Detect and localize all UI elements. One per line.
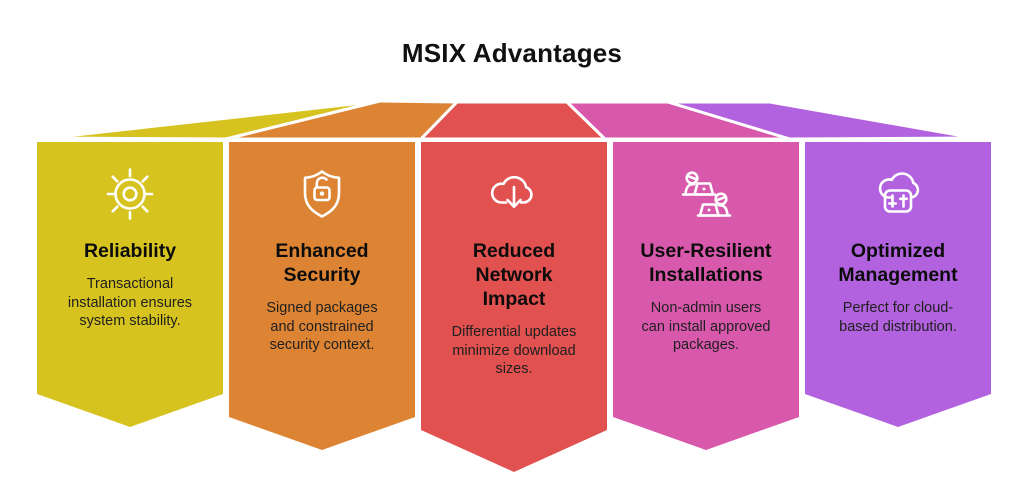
banner-description: Transactional installation ensures syste…	[67, 276, 193, 329]
banner-body-reduced-network-impact	[421, 142, 607, 472]
shield-lock-icon	[294, 166, 350, 222]
banner-description: Differential updates minimize download s…	[451, 324, 577, 377]
banner-reduced-network-impact: Reduced Network Impact Differential upda…	[421, 166, 607, 379]
page-title: MSIX Advantages	[401, 38, 623, 68]
banner-title: Enhanced Security	[275, 240, 369, 286]
banner-reliability: Reliability Transactional installation e…	[37, 166, 223, 331]
banner-optimized-management: Optimized Management Perfect for cloud- …	[805, 166, 991, 336]
banner-title: User-Resilient Installations	[640, 240, 772, 286]
banner-body-user-resilient	[613, 142, 799, 450]
banner-description: Signed packages and constrained security…	[266, 300, 378, 353]
cloud-download-icon	[486, 166, 542, 222]
banner-body-reliability	[37, 142, 223, 427]
banner-title: Reliability	[83, 240, 177, 262]
roof-fold-optimized-management	[666, 100, 977, 141]
banner-enhanced-security: Enhanced Security Signed packages and co…	[229, 166, 415, 355]
people-laptops-icon	[678, 166, 734, 222]
banner-title: Optimized Management	[838, 240, 958, 286]
banner-description: Non-admin users can install approved pac…	[641, 300, 771, 353]
sun-icon	[102, 166, 158, 222]
banner-description: Perfect for cloud- based distribution.	[839, 300, 957, 335]
banner-user-resilient: User-Resilient Installations Non-admin u…	[613, 166, 799, 355]
cloud-sliders-icon	[870, 166, 926, 222]
banner-body-enhanced-security	[229, 142, 415, 450]
banner-body-optimized-management	[805, 142, 991, 427]
banner-title: Reduced Network Impact	[472, 240, 556, 310]
